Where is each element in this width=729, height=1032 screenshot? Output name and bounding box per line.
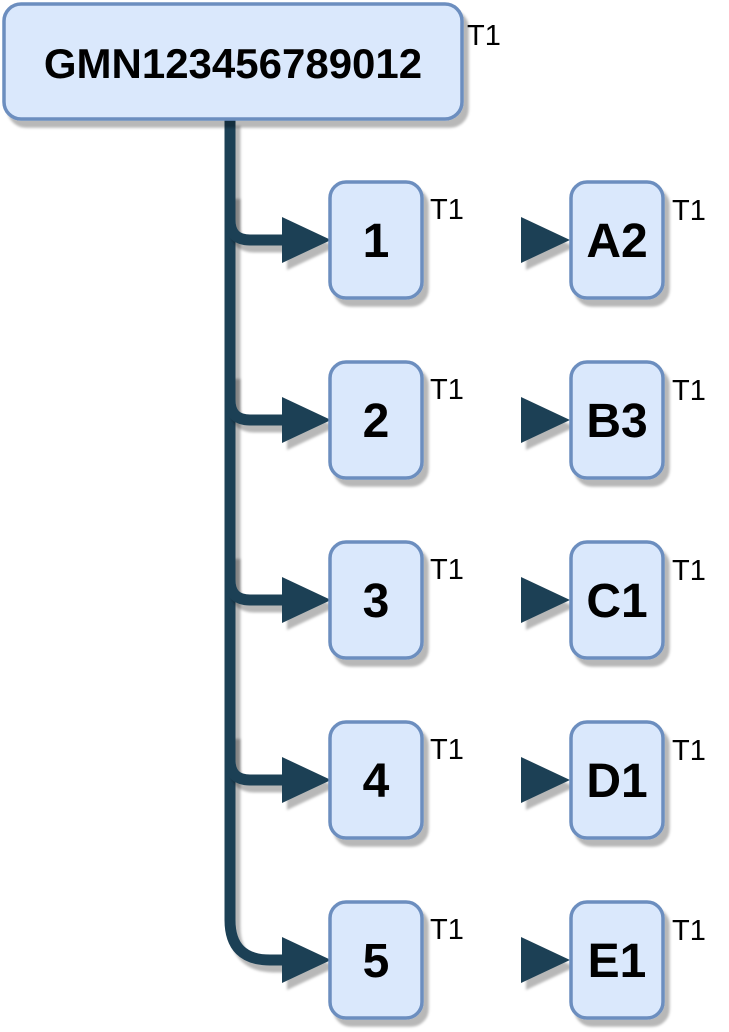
branch-row: 4 T1 D1 T1 [224, 720, 706, 840]
source-node-label: 2 [363, 395, 390, 448]
root-node [2, 2, 464, 121]
root-group: GMN123456789012 T1 [2, 2, 501, 121]
branch-arrowhead-icon [282, 937, 331, 983]
branch-row: 5 T1 E1 T1 [282, 900, 706, 1020]
branch-row: 1 T1 A2 T1 [224, 180, 706, 300]
branch-elbow-connector [224, 372, 284, 426]
branch-elbow-connector [224, 192, 284, 246]
branch-arrowhead-icon [282, 217, 331, 263]
target-node-label: D1 [586, 755, 647, 808]
target-tag-label: T1 [672, 915, 706, 947]
target-node [569, 360, 665, 480]
edge-arrowhead-icon [521, 757, 570, 803]
source-tag-label: T1 [430, 734, 464, 766]
target-node [569, 180, 665, 300]
trunk-connector [224, 119, 284, 966]
branch-elbow-connector [224, 552, 284, 606]
target-tag-label: T1 [672, 735, 706, 767]
source-tag-label: T1 [430, 914, 464, 946]
branch-arrowhead-icon [282, 577, 331, 623]
target-node [569, 900, 665, 1020]
source-tag-label: T1 [430, 554, 464, 586]
source-tag-label: T1 [430, 374, 464, 406]
source-node [328, 180, 424, 300]
target-node-label: A2 [586, 215, 647, 268]
source-node [328, 360, 424, 480]
root-node-label: GMN123456789012 [44, 40, 422, 87]
source-node-label: 4 [363, 755, 390, 808]
target-tag-label: T1 [672, 375, 706, 407]
edge-arrowhead-icon [521, 217, 570, 263]
target-node-label: C1 [586, 575, 647, 628]
source-node-label: 1 [363, 215, 390, 268]
source-tag-label: T1 [430, 194, 464, 226]
branch-row: 3 T1 C1 T1 [224, 540, 706, 660]
target-tag-label: T1 [672, 555, 706, 587]
target-node-label: E1 [588, 935, 647, 988]
branch-row: 2 T1 B3 T1 [224, 360, 706, 480]
source-node-label: 5 [363, 935, 390, 988]
target-node-label: B3 [586, 395, 647, 448]
branch-arrowhead-icon [282, 757, 331, 803]
branch-elbow-connector [224, 732, 284, 786]
edge-arrowhead-icon [521, 577, 570, 623]
source-node [328, 540, 424, 660]
target-node [569, 540, 665, 660]
target-tag-label: T1 [672, 195, 706, 227]
source-node [328, 720, 424, 840]
branch-arrowhead-icon [282, 397, 331, 443]
edge-arrowhead-icon [521, 397, 570, 443]
root-tag-label: T1 [467, 20, 501, 52]
target-node [569, 720, 665, 840]
edge-arrowhead-icon [521, 937, 570, 983]
source-node [328, 900, 424, 1020]
source-node-label: 3 [363, 575, 390, 628]
